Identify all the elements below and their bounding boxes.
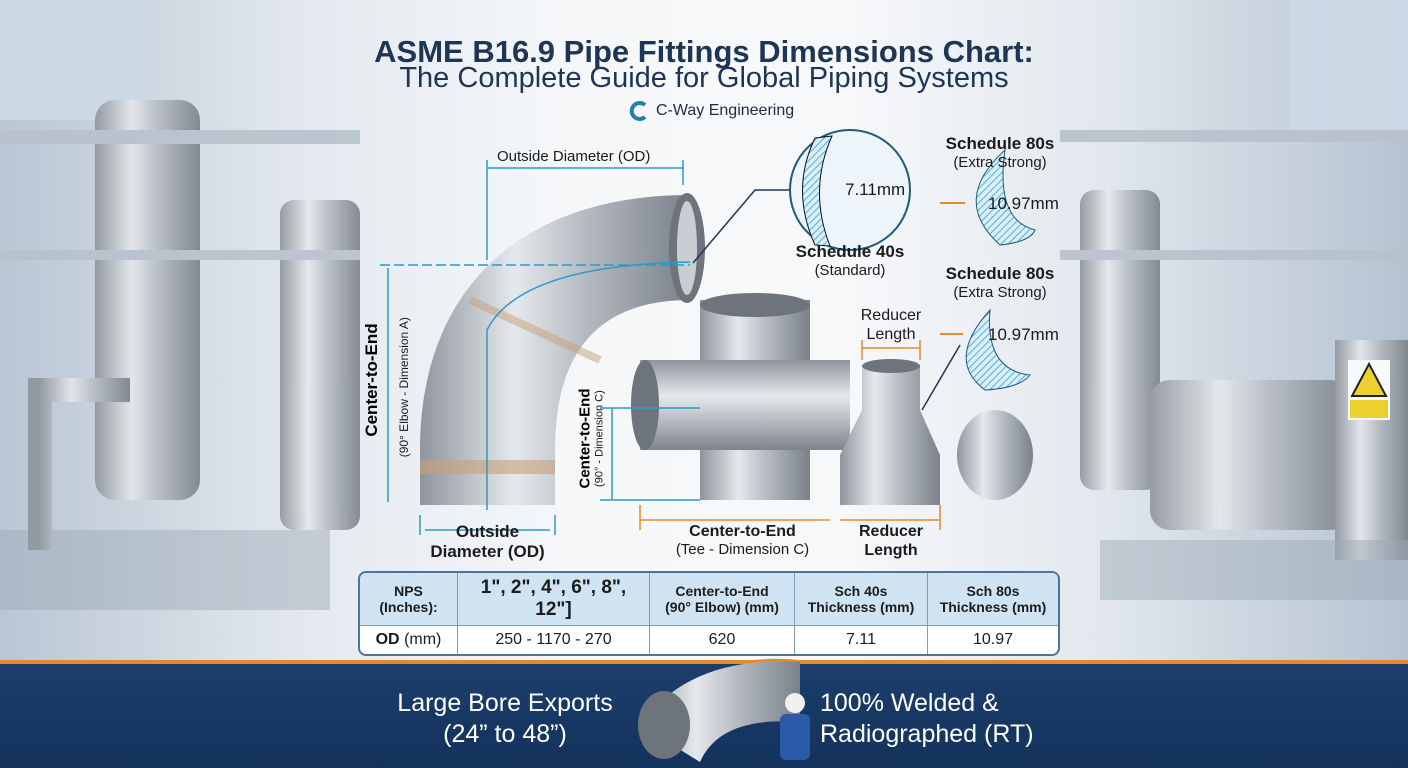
tee-cte-vertical-label: Center-to-End (576, 388, 594, 489)
brand: C-Way Engineering (628, 100, 794, 122)
elbow-fitting (420, 193, 705, 505)
tee-cte-vertical-sub: (90° - Dimension C) (593, 390, 606, 487)
table-header: Center-to-End (90° Elbow) (mm) (650, 573, 795, 625)
reducer-bottom-label: Reducer Length (858, 523, 924, 560)
tee-fitting (631, 293, 850, 500)
table-cell: 10.97 (928, 624, 1058, 654)
elbow-od-top-label: Outside Diameter (OD) (497, 148, 651, 165)
sch80-top-label: Schedule 80s (Extra Strong) (945, 134, 1055, 172)
table-header: 1", 2", 4", 6", 8", 12"] (458, 573, 650, 625)
warning-triangle-icon (1350, 361, 1388, 397)
table-row: OD (mm) 250 - 1170 - 270 620 7.11 10.97 (360, 624, 1058, 654)
table-cell: 620 (650, 624, 795, 654)
table-cell: 7.11 (795, 624, 928, 654)
sch80-mid-value: 10.97mm (988, 325, 1059, 344)
sch40-value: 7.11mm (845, 180, 906, 199)
cap-fitting (957, 410, 1033, 500)
c-logo-icon (629, 101, 647, 121)
sch80-top-value: 10.97mm (988, 194, 1059, 213)
elbow-cte-label: Center-to-End (362, 323, 381, 437)
dimensions-table: NPS (Inches): 1", 2", 4", 6", 8", 12"] C… (358, 571, 1060, 656)
table-header: NPS (Inches): (360, 573, 458, 625)
reducer-fitting (840, 359, 940, 505)
brand-name: C-Way Engineering (656, 102, 795, 119)
sch40-label: Schedule 40s (Standard) (795, 242, 905, 280)
elbow-od-bottom-label: Outside Diameter (OD) (430, 522, 545, 562)
elbow-cte-sub: (90° Elbow - Dimension A) (396, 317, 411, 458)
sch80-mid-detail (965, 308, 1031, 391)
sch80-top-detail (975, 148, 1036, 246)
tee-cte-bottom-label: Center-to-End (Tee - Dimension C) (675, 523, 810, 559)
banner-right-text: 100% Welded & Radiographed (RT) (820, 689, 1034, 749)
sch80-mid-label: Schedule 80s (Extra Strong) (945, 264, 1055, 302)
bottom-banner (0, 660, 1408, 768)
table-row-label: OD (mm) (360, 624, 458, 654)
table-header: Sch 80s Thickness (mm) (928, 573, 1058, 625)
dimension-lines (380, 160, 700, 535)
page-title: ASME B16.9 Pipe Fittings Dimensions Char… (374, 34, 1034, 69)
reducer-top-label: Reducer Length (860, 307, 922, 344)
table-header-row: NPS (Inches): 1", 2", 4", 6", 8", 12"] C… (360, 573, 1058, 625)
page-subtitle: The Complete Guide for Global Piping Sys… (399, 62, 1009, 94)
left-plant-background (0, 0, 360, 610)
banner-left-text: Large Bore Exports (24” to 48”) (397, 689, 613, 749)
right-plant-background (1060, 0, 1408, 600)
table-header: Sch 40s Thickness (mm) (795, 573, 928, 625)
table-cell: 250 - 1170 - 270 (458, 624, 650, 654)
